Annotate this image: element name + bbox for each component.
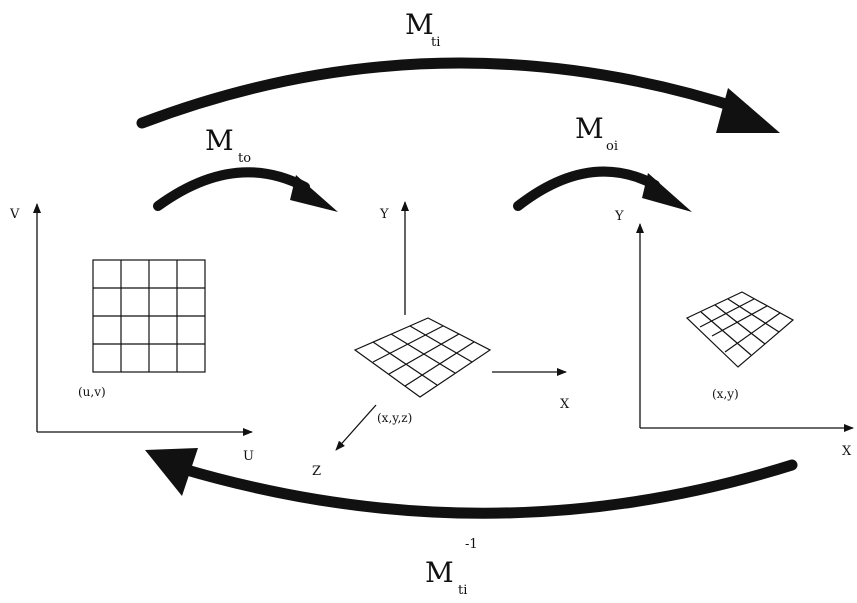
image-y-label: Y <box>614 209 624 224</box>
svg-text:M: M <box>405 8 434 41</box>
object-y-label: Y <box>379 207 389 222</box>
object-space: Y X Z (x,y,z) <box>312 201 570 479</box>
arrow-m-ti <box>136 57 780 133</box>
label-m-to: M to <box>205 124 251 166</box>
svg-text:M: M <box>575 112 604 145</box>
uv-coord-label: (u,v) <box>78 385 106 399</box>
object-surface-grid <box>353 317 492 398</box>
arrow-m-ti-inverse <box>145 448 798 519</box>
image-projected-grid <box>685 291 795 368</box>
xy-coord-label: (x,y) <box>712 387 739 401</box>
u-axis-label: U <box>243 449 254 464</box>
svg-text:ti: ti <box>431 35 440 50</box>
svg-text:M: M <box>425 556 454 589</box>
arrow-m-oi <box>513 166 692 212</box>
label-m-oi: M oi <box>575 112 618 154</box>
xyz-coord-label: (x,y,z) <box>377 411 412 425</box>
object-z-axis <box>335 404 377 451</box>
arrow-m-to <box>153 167 338 212</box>
svg-text:M: M <box>205 124 234 157</box>
svg-text:-1: -1 <box>465 537 478 552</box>
object-z-label: Z <box>312 464 321 479</box>
svg-text:ti: ti <box>458 583 467 598</box>
image-space: Y X (x,y) <box>614 209 854 459</box>
svg-text:oi: oi <box>606 139 618 154</box>
image-x-label: X <box>842 444 852 459</box>
svg-text:to: to <box>238 151 251 166</box>
v-axis-label: V <box>9 207 20 222</box>
object-x-label: X <box>560 397 570 412</box>
label-m-ti-inverse: M -1 ti <box>425 537 478 598</box>
label-m-ti: M ti <box>405 8 440 50</box>
texture-space: V U (u,v) <box>9 203 254 464</box>
texture-grid <box>92 259 206 373</box>
